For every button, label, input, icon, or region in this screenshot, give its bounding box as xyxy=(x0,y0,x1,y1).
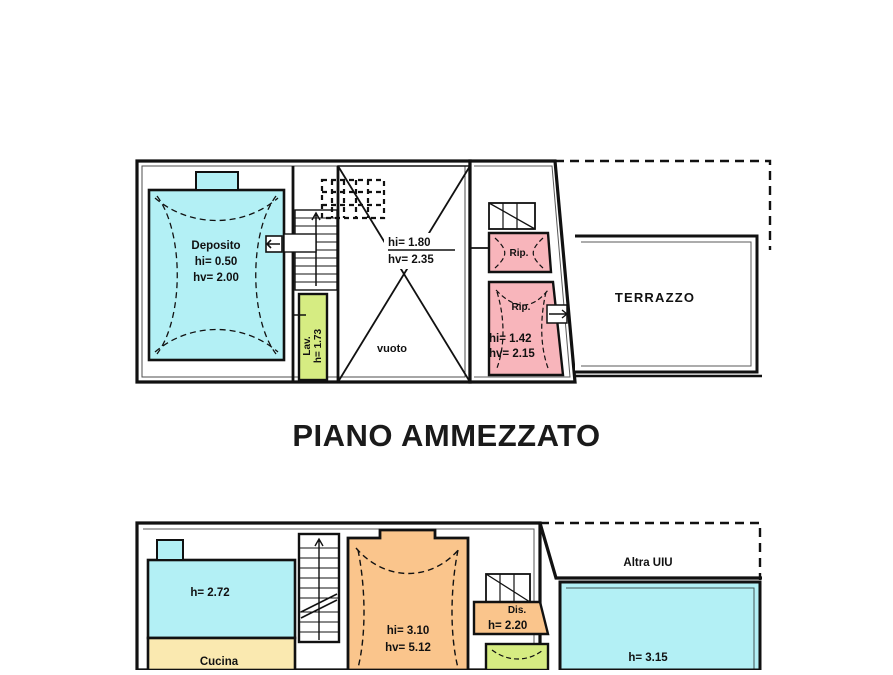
deposito-door-symbol xyxy=(265,235,283,253)
staircase-wedge xyxy=(488,202,536,230)
lower-plan-group: h= 2.72 Cucina xyxy=(135,521,762,672)
stair-height-label-backing xyxy=(384,233,456,269)
deposito-slope-arc-left xyxy=(156,195,178,355)
room-ripostiglio-2 xyxy=(487,280,565,377)
label-deposito-hv: hv= 2.00 xyxy=(193,272,239,284)
vano-slope-arc-top xyxy=(355,547,461,575)
room-ripostiglio-1 xyxy=(487,231,553,274)
lower-angled-wall xyxy=(538,522,762,580)
upper-plan-group: Deposito hi= 0.50 hv= 2.00 xyxy=(135,159,772,384)
deposito-slope-arc-bottom xyxy=(154,328,279,353)
wedge-inner-line xyxy=(474,165,571,378)
ceiling-hatch-dashed xyxy=(320,178,386,220)
deposito-window-niche xyxy=(195,171,239,191)
label-terrazzo: TERRAZZO xyxy=(615,290,695,305)
terrazzo-outline xyxy=(575,234,759,374)
label-deposito: Deposito xyxy=(191,240,240,252)
deposito-slope-arc-top xyxy=(154,197,279,222)
room-lavanderia xyxy=(297,292,329,382)
lower-cyan-right-inner-line xyxy=(566,587,755,670)
label-lavanderia-h: h= 1.73 xyxy=(313,328,324,363)
label-altra-uiu: Altra UIU xyxy=(623,557,672,569)
lower-property-boundary-dashed xyxy=(540,521,762,580)
vano-slope-arc-left xyxy=(357,549,365,669)
label-cucina: Cucina xyxy=(200,656,239,668)
rip2-slope-arc-left xyxy=(496,291,504,369)
label-vuoto: vuoto xyxy=(377,343,407,355)
label-deposito-hi: hi= 0.50 xyxy=(195,256,238,268)
label-lavanderia: Lav. xyxy=(302,336,313,355)
label-lower-cyan-right-h: h= 3.15 xyxy=(628,652,668,664)
label-ripostiglio-2: Rip. xyxy=(512,302,531,313)
label-vano-hv: hv= 5.12 xyxy=(385,642,431,654)
rip1-slope-arc-right xyxy=(532,237,544,269)
lavanderia-fixture-mark xyxy=(292,308,306,322)
label-ripostiglio-2-hi: hi= 1.42 xyxy=(489,333,532,345)
lower-cyan-left-niche xyxy=(156,539,184,561)
stair-landing xyxy=(283,233,317,253)
label-stair-hi: hi= 1.80 xyxy=(388,237,431,249)
vano-slope-arc-right xyxy=(451,549,459,669)
bagno-slope-arc xyxy=(491,649,544,660)
label-disimpegno: Dis. xyxy=(508,605,527,616)
label-ripostiglio-1: Rip. xyxy=(510,248,529,259)
label-lower-cyan-left-h: h= 2.72 xyxy=(190,587,229,599)
label-ripostiglio-2-hv: hv= 2.15 xyxy=(489,348,535,360)
deposito-slope-arc-right xyxy=(255,195,277,355)
rip2-door-symbol xyxy=(546,304,569,324)
room-disimpegno xyxy=(472,600,550,636)
room-bagno-green xyxy=(484,642,550,672)
room-lower-cyan-left xyxy=(146,558,297,640)
room-deposito xyxy=(147,188,286,362)
label-vano-hi: hi= 3.10 xyxy=(387,625,430,637)
rip1-slope-arc-left xyxy=(494,237,506,269)
staircase-right-lower xyxy=(485,573,531,603)
page-title-piano-ammezzato: PIANO AMMEZZATO xyxy=(292,418,601,453)
vuoto-label-backing xyxy=(366,338,418,356)
label-disimpegno-h: h= 2.20 xyxy=(488,620,527,632)
terrazzo-inner-line xyxy=(581,241,752,367)
staircase-lower xyxy=(297,532,341,644)
label-stair-hv: hv= 2.35 xyxy=(388,254,434,266)
